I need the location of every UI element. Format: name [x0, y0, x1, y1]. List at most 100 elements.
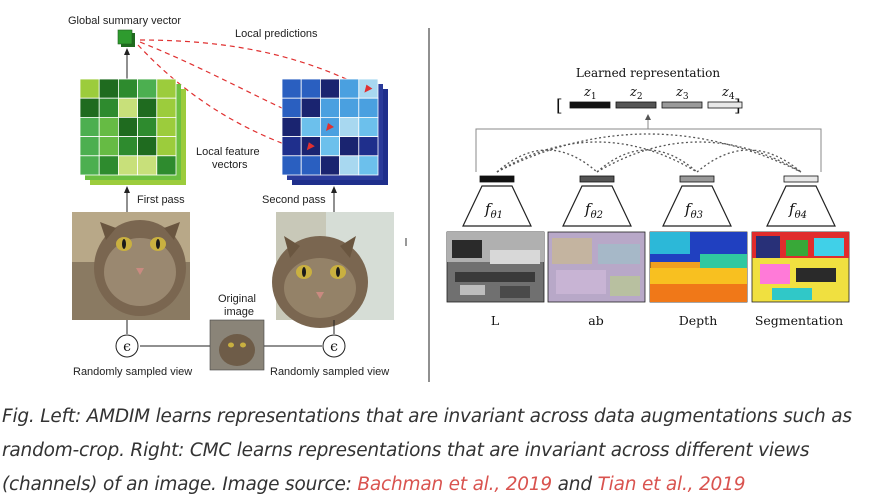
- caption-text: Fig. Left: AMDIM learns representations …: [2, 406, 852, 495]
- feature-cell: [319, 78, 340, 99]
- bracket-open: [: [556, 96, 563, 116]
- z-label-4: z4: [721, 85, 735, 102]
- feature-cell: [156, 117, 177, 138]
- feature-cell: [358, 155, 379, 176]
- feature-cell: [319, 136, 340, 157]
- feature-cell: [156, 78, 177, 99]
- encoder-trapezoid-4: [766, 185, 836, 227]
- view-label-4: Segmentation: [755, 313, 843, 328]
- figure-caption: Fig. Left: AMDIM learns representations …: [2, 400, 876, 502]
- feature-cell: [98, 155, 119, 176]
- view-image-segmentation: [751, 231, 850, 303]
- encoder-trapezoid-3: [662, 185, 732, 227]
- local-feature-label-1: Local feature: [196, 146, 260, 158]
- feature-cell: [339, 155, 360, 176]
- feature-cell: [339, 78, 360, 99]
- feature-cell: [339, 136, 360, 157]
- feature-cell: [79, 97, 100, 118]
- feature-cell: [300, 117, 321, 138]
- amdim-diagram: Global summary vector Local predictions …: [68, 15, 407, 378]
- feature-cell: [118, 155, 139, 176]
- encoder-output-bar-4: [783, 175, 819, 183]
- caption-connector: and: [551, 474, 598, 495]
- feature-cell: [300, 97, 321, 118]
- figure-canvas: Global summary vector Local predictions …: [68, 15, 850, 382]
- z-label-1: z1: [583, 85, 597, 102]
- original-image-label-2: image: [224, 306, 254, 318]
- epsilon-right-node: ϵ: [322, 334, 346, 358]
- epsilon-left-symbol: ϵ: [123, 339, 131, 355]
- epsilon-left-node: ϵ: [115, 334, 139, 358]
- global-summary-label: Global summary vector: [68, 15, 181, 27]
- feature-cell: [281, 136, 302, 157]
- view-image-depth: [649, 231, 748, 303]
- feature-cell: [79, 117, 100, 138]
- feature-cell: [79, 78, 100, 99]
- view-label-2: ab: [588, 313, 603, 328]
- original-image: [209, 319, 265, 371]
- feature-cell: [118, 97, 139, 118]
- prediction-target-marker: [364, 84, 373, 93]
- view-image-ab: [547, 231, 646, 303]
- feature-cell: [300, 78, 321, 99]
- feature-cell: [358, 117, 379, 138]
- feature-cell: [358, 97, 379, 118]
- feature-cell: [281, 78, 302, 99]
- feature-cell: [118, 117, 139, 138]
- representation-bracket: [475, 117, 822, 172]
- encoder-output-bar-3: [679, 175, 715, 183]
- contrastive-arcs: [496, 133, 802, 173]
- encoder-output-bar-2: [579, 175, 615, 183]
- feature-cell: [319, 155, 340, 176]
- feature-cell: [358, 136, 379, 157]
- feature-cell: [137, 78, 158, 99]
- feature-cell: [137, 117, 158, 138]
- z-vectors: [569, 101, 743, 109]
- caption-link-bachman[interactable]: Bachman et al., 2019: [357, 474, 552, 495]
- first-pass-label: First pass: [137, 194, 185, 206]
- z-label-3: z3: [675, 85, 689, 102]
- feature-cell: [98, 78, 119, 99]
- feature-cell: [79, 136, 100, 157]
- random-view-right-label: Randomly sampled view: [270, 366, 389, 378]
- encoder-output-bar-1: [479, 175, 515, 183]
- second-pass-label: Second pass: [262, 194, 326, 206]
- feature-cell: [281, 117, 302, 138]
- feature-cell: [156, 155, 177, 176]
- feature-cell: [98, 97, 119, 118]
- feature-cell: [319, 97, 340, 118]
- second-pass-feature-map: [281, 78, 388, 185]
- caption-link-tian[interactable]: Tian et al., 2019: [597, 474, 746, 495]
- z-labels: z1 z2 z3 z4: [583, 85, 735, 102]
- feature-cell: [98, 136, 119, 157]
- encoder-trapezoid-2: [562, 185, 632, 227]
- feature-cell: [137, 155, 158, 176]
- feature-cell: [137, 136, 158, 157]
- prediction-target-marker: [326, 123, 334, 131]
- epsilon-right-symbol: ϵ: [330, 339, 338, 355]
- feature-cell: [118, 78, 139, 99]
- feature-cell: [137, 97, 158, 118]
- feature-cell: [300, 155, 321, 176]
- local-feature-label-2: vectors: [212, 159, 248, 171]
- z-label-2: z2: [629, 85, 643, 102]
- encoder-trapezoid-1: [462, 185, 532, 227]
- feature-cell: [156, 97, 177, 118]
- feature-cell: [98, 117, 119, 138]
- first-pass-feature-map: [79, 78, 186, 185]
- global-summary-cube: [117, 29, 135, 47]
- learned-representation-label: Learned representation: [576, 66, 720, 80]
- feature-cell: [79, 155, 100, 176]
- cat-crop-right-image: [272, 212, 394, 328]
- random-view-left-label: Randomly sampled view: [73, 366, 192, 378]
- prediction-target-marker: [306, 142, 315, 151]
- cat-crop-left-image: [72, 212, 190, 320]
- feature-cell: [281, 155, 302, 176]
- feature-cell: [339, 97, 360, 118]
- view-label-1: L: [491, 313, 499, 328]
- feature-cell: [339, 117, 360, 138]
- feature-cell: [156, 136, 177, 157]
